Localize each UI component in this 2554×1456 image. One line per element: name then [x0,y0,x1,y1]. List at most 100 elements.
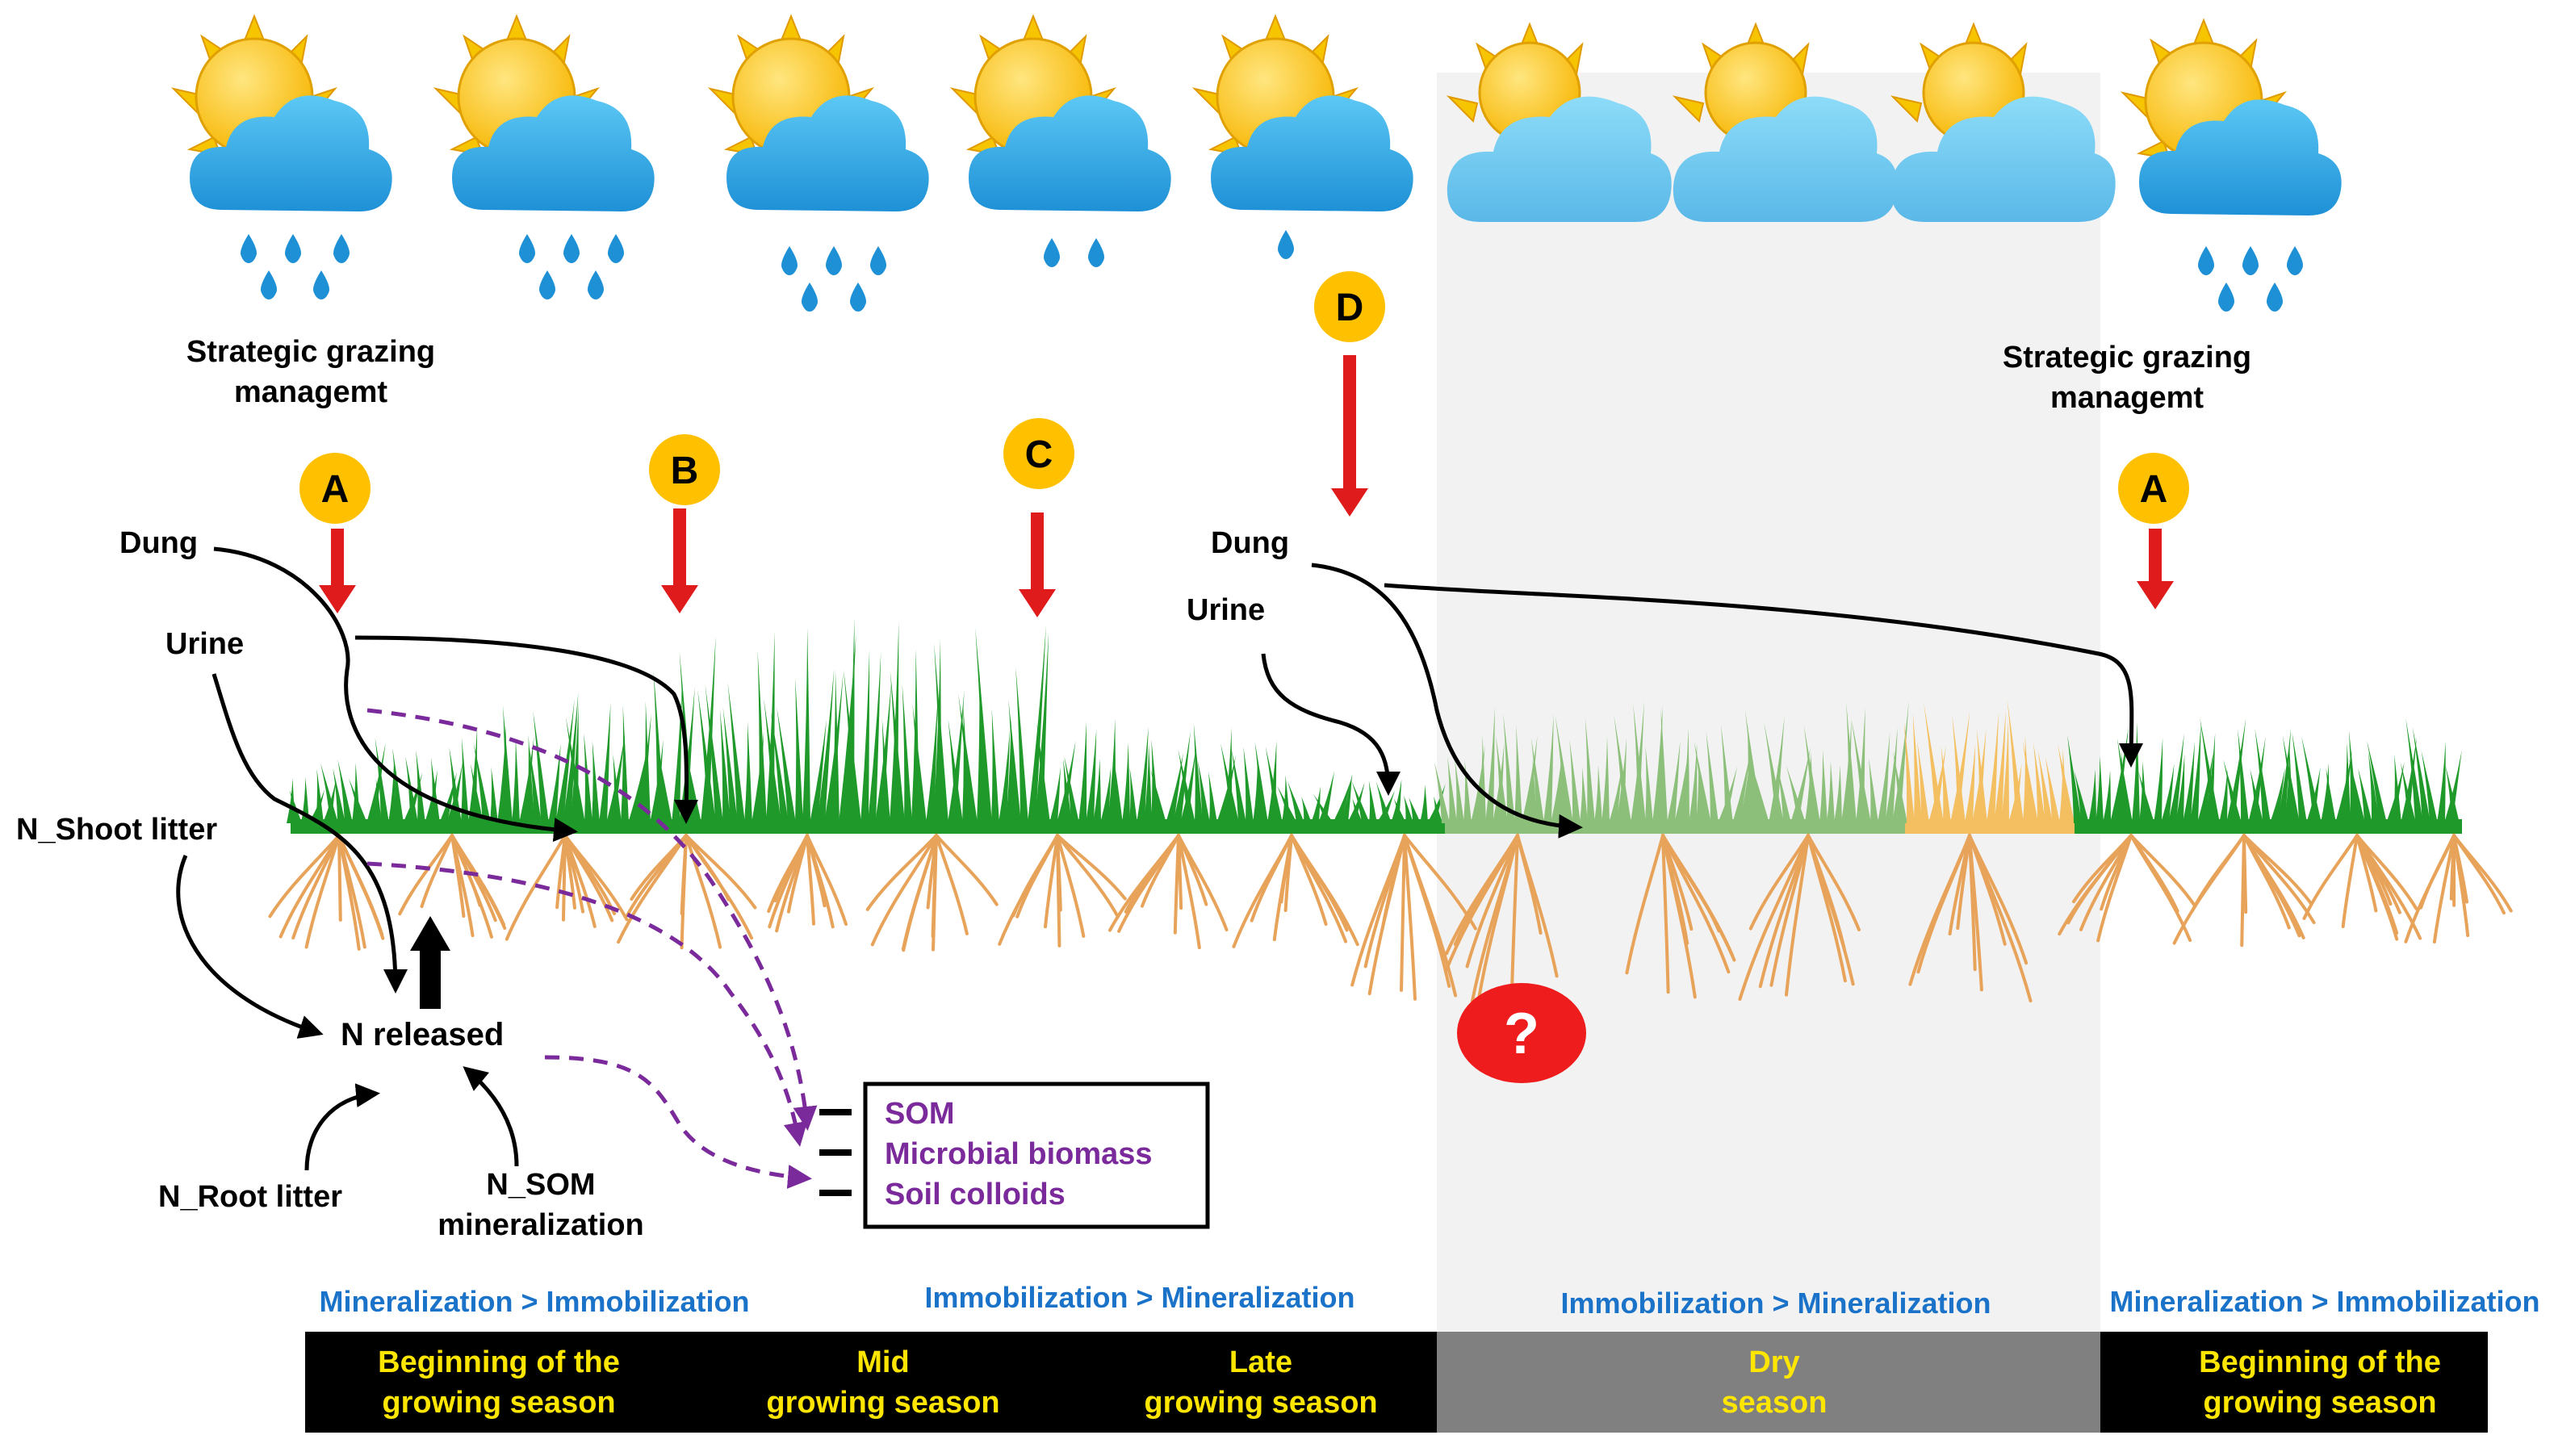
grass-blade [473,743,491,823]
grass-blade [1193,723,1203,823]
root-strand [1807,834,1861,931]
grass-blade [2058,743,2075,823]
grass-blade [1720,724,1733,823]
grass-blade [757,650,767,823]
grass-blade [1277,785,1297,823]
grass-blade [1846,702,1857,823]
grass-blade [2137,771,2154,823]
grass-blade [320,763,338,823]
root-strand [1177,834,1201,950]
grass-blade [705,684,723,823]
root-strand [626,834,688,917]
root-strand [932,834,938,952]
grass-blade [697,688,716,823]
grass-blade [722,706,738,823]
root-strand [685,834,754,940]
grass-blade [2421,750,2438,823]
grass-blade [2358,768,2372,823]
grass-blade [1903,721,1915,823]
strategic-grazing-right-line2: managemt [2050,381,2204,415]
season-mid-line1: Mid [856,1345,909,1379]
root-strand [398,834,454,916]
grass-blade [1878,732,1890,823]
root-strand [2129,834,2179,913]
root-strand [1968,834,1983,992]
grass-blade [1667,740,1681,823]
season-dry-line1: Dry [1748,1345,1799,1379]
grass-blade [1558,759,1566,823]
root-strand [1400,834,1406,992]
grass-blade [1434,796,1442,823]
root-strand [1477,834,1519,999]
n-released-label: N released [341,1017,504,1052]
root-strand [2452,834,2468,904]
grass-blade [2023,734,2031,823]
question-icon: ? [1457,983,1586,1083]
grass-blade [526,734,534,823]
grass-blade [1994,709,2006,823]
sun-cloud-rain-icon [951,15,1173,213]
sun-cloud-rain-icon [172,15,394,213]
grass-blade [2190,722,2201,823]
grass-blade [1485,706,1495,823]
grass-blade [1585,718,1595,823]
grass-blade [2335,750,2353,823]
root-strand [2341,834,2359,928]
som-mineralization-label-2: mineralization [438,1208,644,1242]
grass-blade [926,699,938,823]
grass-blade [1287,780,1304,823]
root-strand [935,834,969,935]
grass-blade [613,754,622,823]
sun-cloud-rain-icon [434,15,656,213]
grass-blade [1631,701,1644,823]
root-strand [935,834,999,906]
root-strand [680,834,688,915]
grass-blade [2226,718,2246,823]
root-strand [1056,834,1061,948]
grass-blade [1885,727,1898,823]
grass-blade [2326,768,2336,823]
grass-blade [1178,749,1195,823]
grass-blade [1455,759,1464,823]
grass-blade [672,684,682,823]
season-late-line2: growing season [1144,1386,1377,1420]
root-strand [786,834,809,914]
n-release-up-arrow [410,916,450,1009]
root-strand [1177,834,1208,906]
grass-blade [555,699,575,823]
grass-blade [1064,755,1079,823]
grass-blade [2175,754,2185,823]
grass-blade [2200,718,2220,823]
svg-text:B: B [671,450,699,492]
grass-blade [2292,732,2307,823]
root-strand [1056,834,1086,938]
grass-blade [1965,743,1976,823]
grass-blade [2045,756,2060,823]
grass-blade [1987,711,1999,823]
shoot-litter-label: N_Shoot litter [16,813,217,847]
grass-blade [565,717,585,823]
grass-blade [643,701,651,823]
root-strand [1403,834,1417,1001]
grass-blade [1777,765,1791,823]
grass-blade [1340,774,1353,823]
grass-blade [839,633,856,823]
grass-blade [1496,734,1508,823]
root-strand [2302,834,2359,920]
season-beginning-1-line1: Beginning of the [378,1345,620,1379]
root-strand [1044,834,1059,929]
grass-blade [1150,769,1166,823]
grass-blade [621,705,629,823]
grass-blade [2022,741,2038,823]
grass-blade [1869,758,1878,823]
grass-blade [1253,760,1261,823]
root-strand [563,834,585,914]
grass-blade [490,767,498,823]
dry-season-band [1437,73,2100,1332]
sun-cloud-rain-icon [2121,19,2343,217]
grass-blade [1086,729,1097,823]
grass-blade [431,757,440,823]
root-strand [870,834,938,947]
som-mineralization-label-1: N_SOM [486,1168,595,1202]
grass-strip [287,617,2462,834]
